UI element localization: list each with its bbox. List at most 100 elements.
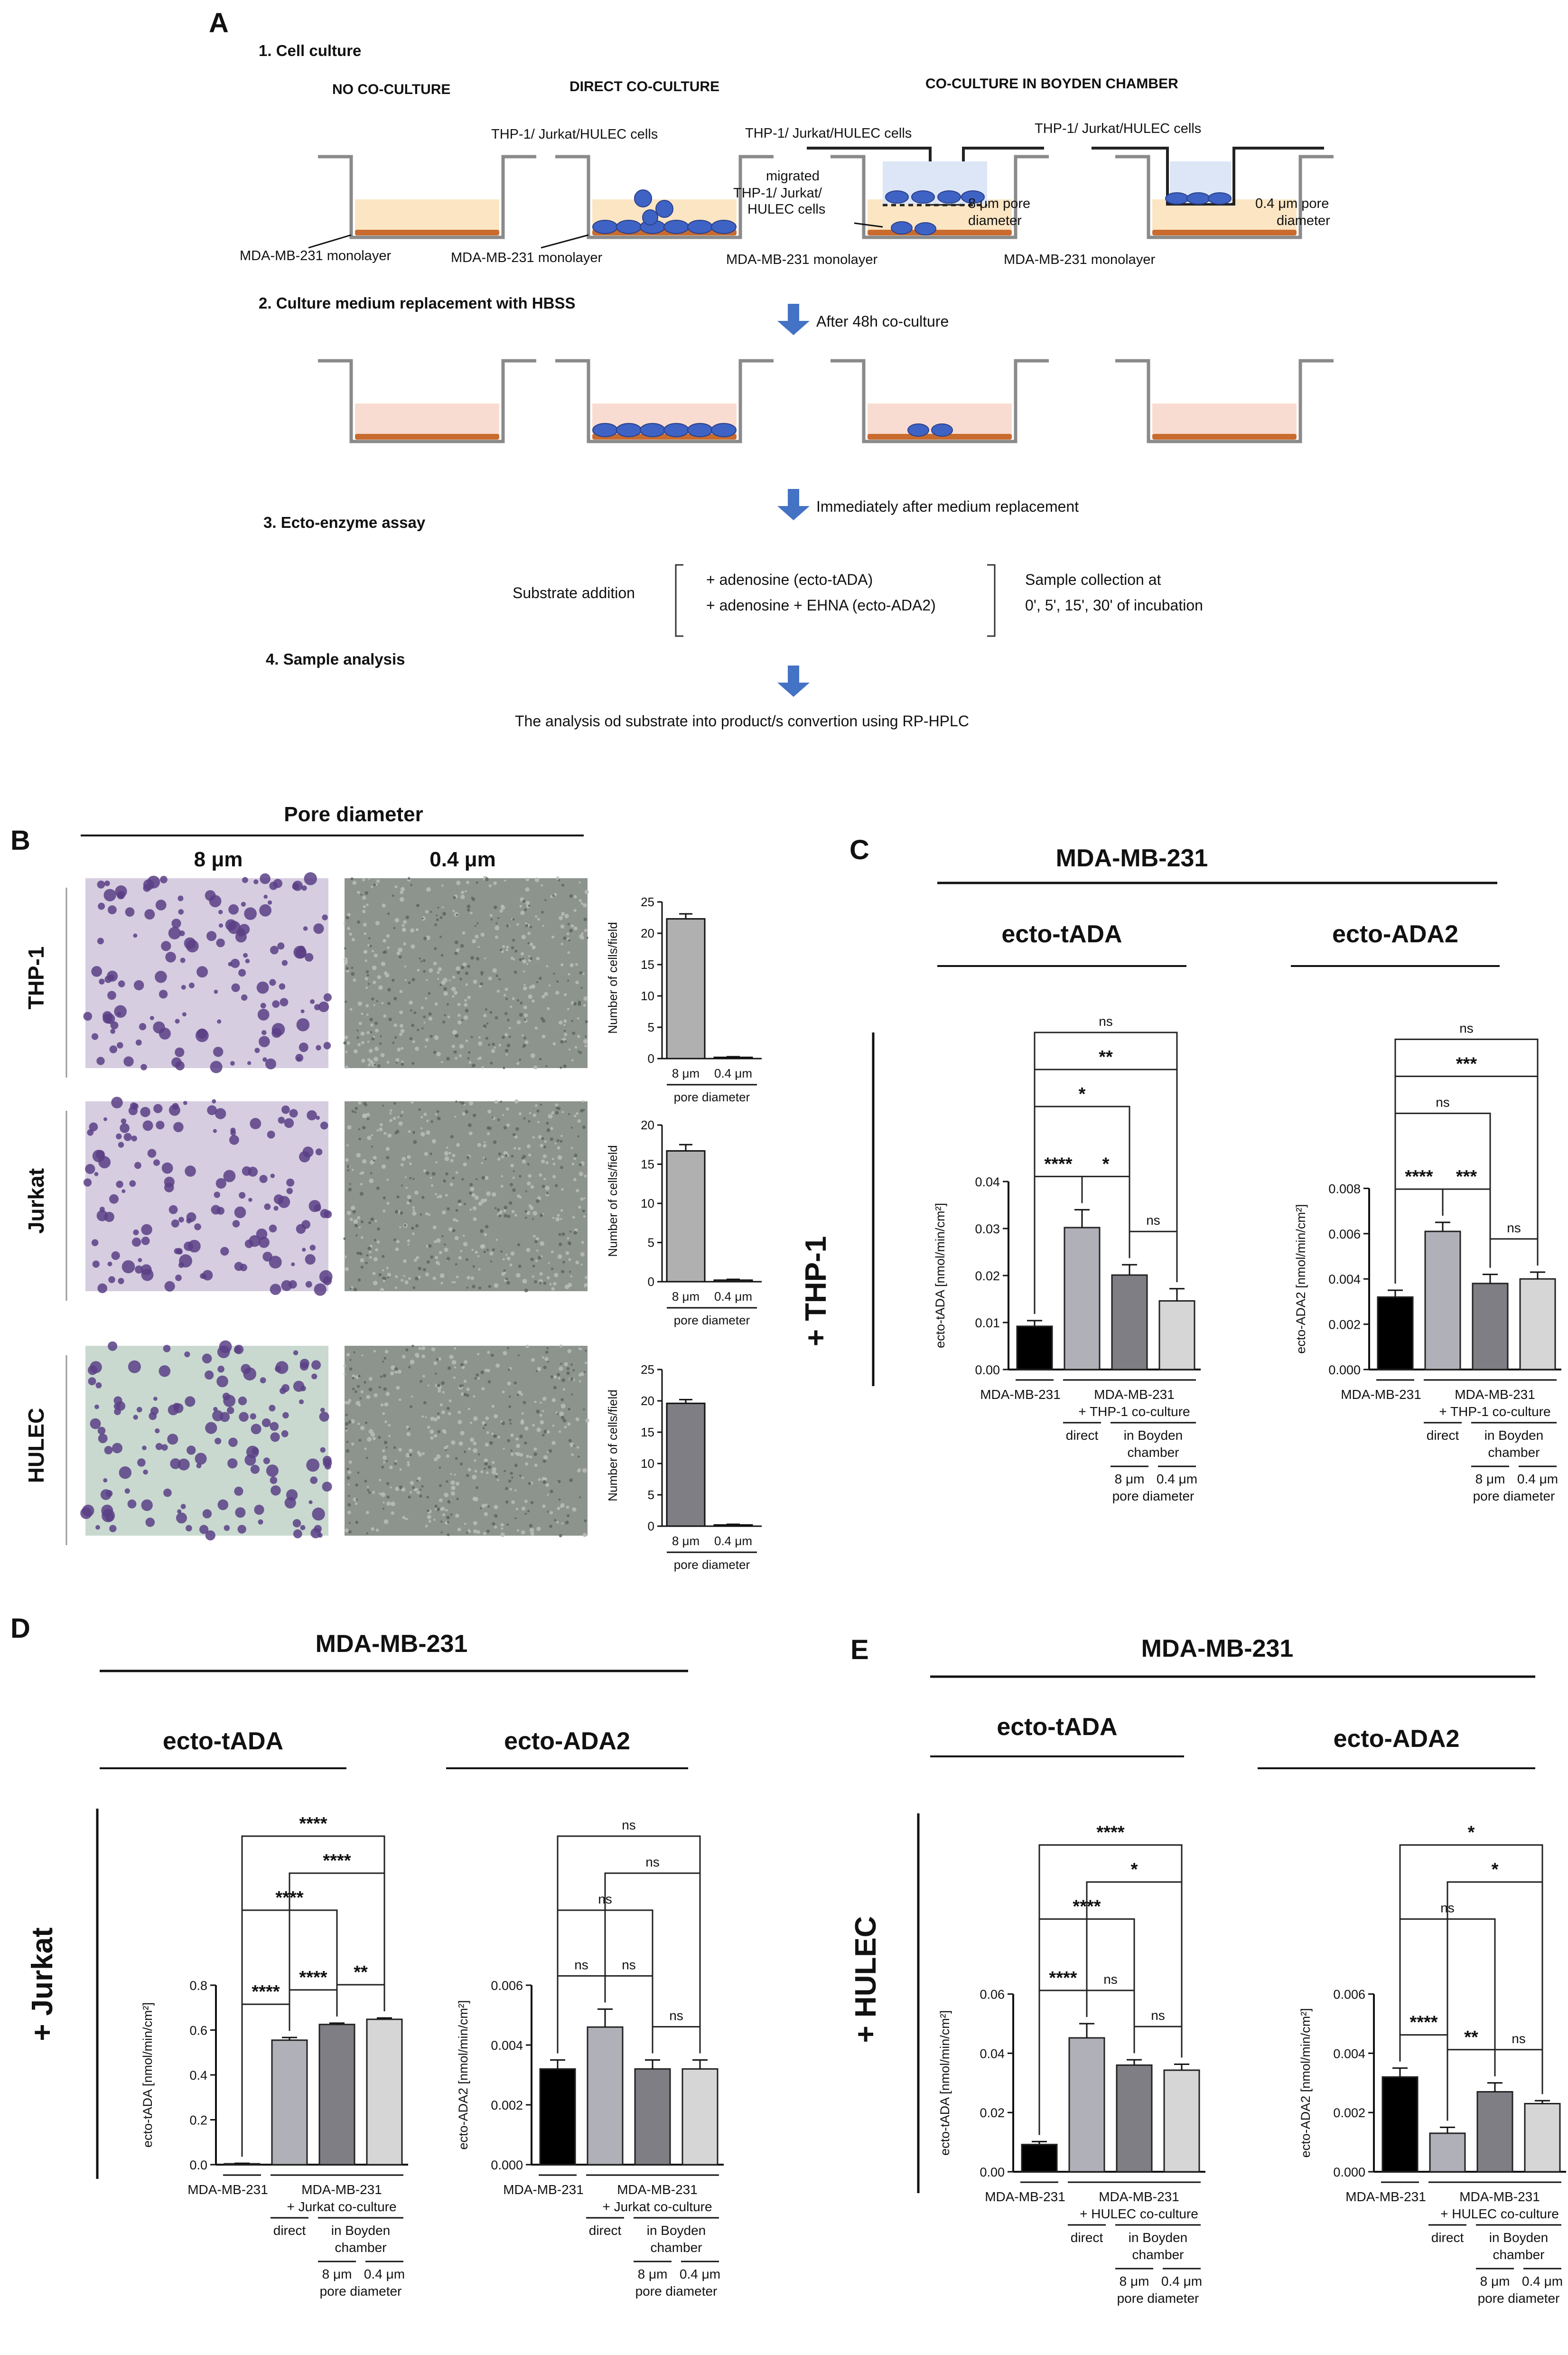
stained-cell [256,981,269,994]
texture-dot [395,1275,398,1278]
texture-dot [494,1414,498,1418]
texture-dot [563,1030,566,1032]
texture-dot [549,1524,552,1528]
texture-dot [492,1248,495,1251]
texture-dot [568,1283,572,1287]
texture-dot [451,1360,457,1365]
texture-dot [401,887,405,891]
texture-dot [484,1158,487,1160]
stained-cell [262,1251,272,1262]
texture-dot [475,935,479,939]
texture-dot [390,1109,392,1112]
pore-04-label: diameter [1277,213,1330,228]
stained-cell [314,1283,327,1296]
texture-dot [356,1251,360,1255]
texture-dot [583,1371,586,1373]
texture-dot [428,992,431,995]
texture-dot [354,1224,358,1228]
stained-cell [145,1518,155,1527]
step-3-label: 3. Ecto-enzyme assay [263,514,426,531]
texture-dot [410,1009,412,1012]
stained-cell [300,1525,306,1530]
chart-subtitle: ecto-ADA2 [1332,920,1458,948]
texture-dot [543,1365,547,1370]
stained-cell [118,1278,124,1285]
texture-dot [358,1137,361,1141]
texture-dot [411,944,415,949]
texture-dot [378,985,383,990]
texture-dot [485,1037,488,1040]
hbss-well-3-monolayer [868,434,1012,440]
texture-dot [345,1429,348,1432]
texture-dot [466,1531,469,1534]
texture-dot [570,1363,573,1366]
texture-dot [447,1533,450,1536]
texture-dot [573,926,578,930]
x-tick-label: 0.4 μm [714,1066,752,1080]
stained-cell [155,971,167,983]
x-pore-diameter-label: pore diameter [1117,2291,1199,2306]
texture-dot [443,977,448,983]
x-group-label: MDA-MB-231 [1459,2189,1540,2204]
texture-dot [492,968,497,973]
texture-dot [555,1184,558,1187]
texture-dot [453,1281,456,1284]
texture-dot [481,1503,486,1508]
texture-dot [347,1467,349,1470]
texture-dot [530,1531,534,1536]
stained-cell [217,1365,224,1373]
texture-dot [486,1369,490,1372]
texture-dot [364,932,367,935]
stained-cell [202,1509,212,1519]
texture-dot [408,1130,411,1133]
texture-dot [569,1271,571,1273]
texture-dot [376,1129,379,1132]
texture-dot [557,1507,560,1511]
texture-dot [549,1283,552,1285]
texture-dot [476,922,479,925]
bar [1158,1300,1195,1370]
y-tick-label: 0 [648,1275,654,1289]
texture-dot [442,1210,446,1215]
texture-dot [582,1209,585,1212]
texture-dot [439,1403,443,1407]
texture-dot [463,1242,468,1247]
texture-dot [454,1366,457,1369]
texture-dot [442,906,444,909]
texture-dot [478,1201,483,1206]
y-tick-label: 0.03 [975,1222,1000,1236]
texture-dot [435,1372,437,1375]
y-tick-label: 10 [641,1456,654,1471]
texture-dot [490,1061,493,1065]
texture-dot [426,979,428,981]
texture-dot [371,1145,373,1148]
texture-dot [410,1491,412,1494]
texture-dot [355,1390,357,1393]
texture-dot [583,918,587,921]
texture-dot [386,1201,390,1205]
texture-dot [524,1512,527,1515]
texture-dot [541,995,545,999]
texture-dot [420,1006,424,1010]
texture-dot [485,877,489,882]
texture-dot [473,1529,477,1534]
texture-dot [529,1528,534,1533]
stained-cell [238,1396,247,1406]
texture-dot [425,1416,427,1418]
texture-dot [455,1100,457,1103]
stained-cell [323,1041,331,1050]
texture-dot [371,1527,374,1531]
texture-dot [541,910,544,914]
texture-dot [480,1229,484,1233]
texture-dot [449,1354,454,1359]
texture-dot [437,1412,440,1415]
texture-dot [476,1373,479,1377]
y-tick-label: 20 [641,926,654,940]
texture-dot [450,1491,455,1496]
stained-cell [186,1525,192,1532]
texture-dot [514,1489,517,1492]
texture-dot [496,1208,500,1212]
stained-cell [168,1404,179,1416]
texture-dot [557,1480,561,1483]
stained-cell [293,1529,302,1539]
